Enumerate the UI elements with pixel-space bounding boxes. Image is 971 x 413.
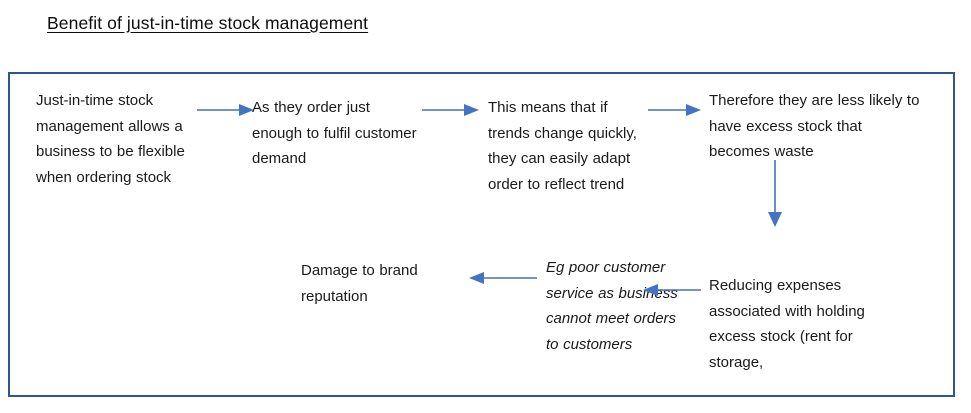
flow-node-poor-customer-service: Eg poor customer service as business can… xyxy=(546,259,678,353)
flow-node-adapt-to-trends: This means that if trends change quickly… xyxy=(488,99,637,193)
flow-node-order-just-enough: As they order just enough to fulfil cust… xyxy=(252,99,417,167)
arrow-down-icon xyxy=(762,160,788,228)
arrow-left-icon xyxy=(640,280,702,300)
flow-node-less-excess-stock: Therefore they are less likely to have e… xyxy=(709,92,920,160)
page-title: Benefit of just-in-time stock management xyxy=(47,13,369,33)
arrow-right-icon xyxy=(422,100,480,120)
flow-node-jit-flexible: Just-in-time stock management allows a b… xyxy=(36,92,185,186)
flow-node-reducing-expenses: Reducing expenses associated with holdin… xyxy=(709,277,865,371)
diagram-frame xyxy=(8,72,955,397)
flow-node-damage-to-brand: Damage to brand reputation xyxy=(301,262,418,305)
arrow-right-icon xyxy=(648,100,702,120)
arrow-right-icon xyxy=(197,100,255,120)
arrow-left-icon xyxy=(466,268,538,288)
